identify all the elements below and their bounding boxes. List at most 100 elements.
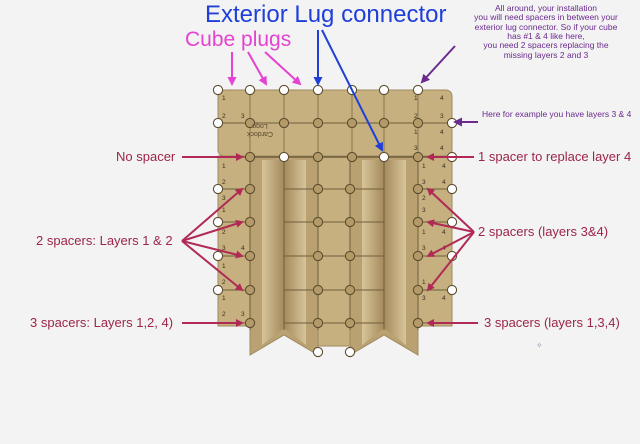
leg-node-48 bbox=[344, 317, 356, 329]
leg-node-45 bbox=[412, 284, 424, 296]
note-arrow bbox=[420, 45, 456, 84]
leg-node-35 bbox=[312, 216, 324, 228]
leg-node-37 bbox=[412, 216, 424, 228]
label-three-right: 3 spacers (layers 1,3,4) bbox=[484, 315, 620, 330]
right-plug-node-29 bbox=[446, 284, 458, 296]
num-rc-3: 4 bbox=[442, 179, 446, 186]
leg-node-33 bbox=[412, 183, 424, 195]
two-right-arrow-2 bbox=[426, 219, 475, 233]
right-plug-node-27 bbox=[446, 216, 458, 228]
two-right-arrow-1 bbox=[426, 187, 475, 233]
num-lc-5: 3 bbox=[222, 245, 226, 252]
right-plug-node-26 bbox=[446, 183, 458, 195]
leg-node-40 bbox=[344, 250, 356, 262]
top-plug-node-6 bbox=[412, 84, 424, 96]
plug-arrow-3 bbox=[264, 51, 302, 86]
num-rc-1: 4 bbox=[442, 163, 446, 170]
num-lc-8: 2 bbox=[222, 279, 226, 286]
leg-node-46 bbox=[244, 317, 256, 329]
leg-node-31 bbox=[312, 183, 324, 195]
num-rc-10: 1 bbox=[422, 279, 426, 286]
cube-logo: Cardock Logo bbox=[246, 122, 273, 137]
label-two-right: 2 spacers (layers 3&4) bbox=[478, 224, 609, 239]
two-right-arrow-4 bbox=[426, 231, 475, 292]
left-plug-node-23 bbox=[212, 284, 224, 296]
left-plug-node-20 bbox=[212, 183, 224, 195]
bottom-node-51 bbox=[344, 346, 356, 358]
label-one-spacer: 1 spacer to replace layer 4 bbox=[478, 149, 632, 164]
left-plug-node-22 bbox=[212, 250, 224, 262]
block-node-12 bbox=[412, 117, 424, 129]
num-lc-7: 1 bbox=[222, 263, 226, 270]
num-rc-5: 3 bbox=[422, 207, 426, 214]
center-rail bbox=[317, 155, 351, 347]
note-line-4: has #1 & 4 like here, bbox=[507, 31, 585, 42]
num-tl-1: 2 bbox=[222, 113, 226, 120]
top-plug-node-2 bbox=[278, 84, 290, 96]
cube-connector-nodes bbox=[212, 84, 458, 358]
left-plug-node-21 bbox=[212, 216, 224, 228]
block-node-10 bbox=[346, 117, 358, 129]
note-line-2: you will need spacers in between your bbox=[474, 12, 618, 23]
num-tr-3: 3 bbox=[440, 113, 444, 120]
num-lc-11: 3 bbox=[241, 311, 245, 318]
num-lc-4: 2 bbox=[222, 229, 226, 236]
num-lc-1: 2 bbox=[222, 179, 226, 186]
num-tr-1: 4 bbox=[440, 95, 444, 102]
two-left-arrow-1 bbox=[181, 187, 244, 242]
num-rc-11: 3 bbox=[422, 295, 426, 302]
num-tr-6: 3 bbox=[414, 145, 418, 152]
note-line-5: you need 2 spacers replacing the bbox=[483, 40, 609, 51]
crimson-arrows bbox=[181, 153, 478, 327]
lug-arrow-2 bbox=[321, 29, 383, 152]
num-tl-0: 1 bbox=[222, 95, 226, 102]
note-line-6: missing layers 2 and 3 bbox=[503, 49, 589, 60]
num-tr-0: 1 bbox=[414, 95, 418, 102]
logo-line-1: Cardock bbox=[246, 130, 273, 137]
two-left-arrow-4 bbox=[181, 240, 244, 292]
top-plug-node-1 bbox=[244, 84, 256, 96]
heading-lug-connector: Exterior Lug connector bbox=[205, 1, 447, 28]
blue-arrows bbox=[313, 29, 383, 152]
two-left-arrow-2 bbox=[181, 219, 244, 242]
num-rc-4: 2 bbox=[422, 195, 426, 202]
label-three-left: 3 spacers: Layers 1,2, 4) bbox=[30, 315, 174, 330]
num-rc-2: 3 bbox=[422, 179, 426, 186]
leg-node-38 bbox=[244, 250, 256, 262]
num-tr-4: 1 bbox=[414, 129, 418, 136]
plug-arrow-2 bbox=[247, 51, 267, 86]
leg-node-34 bbox=[244, 216, 256, 228]
num-rc-8: 3 bbox=[422, 245, 426, 252]
label-two-left: 2 spacers: Layers 1 & 2 bbox=[36, 233, 173, 248]
block-node-11 bbox=[378, 117, 390, 129]
leg-node-39 bbox=[312, 250, 324, 262]
num-lc-10: 2 bbox=[222, 311, 226, 318]
sparkle-icon: ✧ bbox=[536, 341, 543, 350]
leg-node-32 bbox=[344, 183, 356, 195]
num-rc-12: 4 bbox=[442, 295, 446, 302]
logo-line-2: Logo bbox=[252, 122, 268, 129]
note-line-1: All around, your installation bbox=[494, 3, 598, 13]
two-left-arrow-3 bbox=[181, 240, 244, 259]
note-line-3: exterior lug connector. So if your cube bbox=[474, 21, 618, 32]
num-lc-3: 1 bbox=[222, 207, 226, 214]
leg-node-49 bbox=[412, 317, 424, 329]
num-lc-0: 1 bbox=[222, 163, 226, 170]
label-no-spacer: No spacer bbox=[116, 149, 176, 164]
num-lc-9: 1 bbox=[222, 295, 226, 302]
pink-arrows bbox=[227, 51, 302, 86]
num-rc-0: 1 bbox=[422, 163, 426, 170]
cube-body bbox=[217, 89, 453, 356]
note-example: Here for example you have layers 3 & 4 bbox=[482, 109, 632, 119]
note-top-right: All around, your installation you will n… bbox=[456, 3, 636, 60]
block-node-9 bbox=[312, 117, 324, 129]
block-node-8 bbox=[278, 117, 290, 129]
block-node-16 bbox=[346, 151, 358, 163]
leg-node-41 bbox=[412, 250, 424, 262]
num-tr-7: 4 bbox=[440, 145, 444, 152]
block-node-15 bbox=[312, 151, 324, 163]
num-rc-7: 4 bbox=[442, 229, 446, 236]
num-tr-5: 4 bbox=[440, 129, 444, 136]
